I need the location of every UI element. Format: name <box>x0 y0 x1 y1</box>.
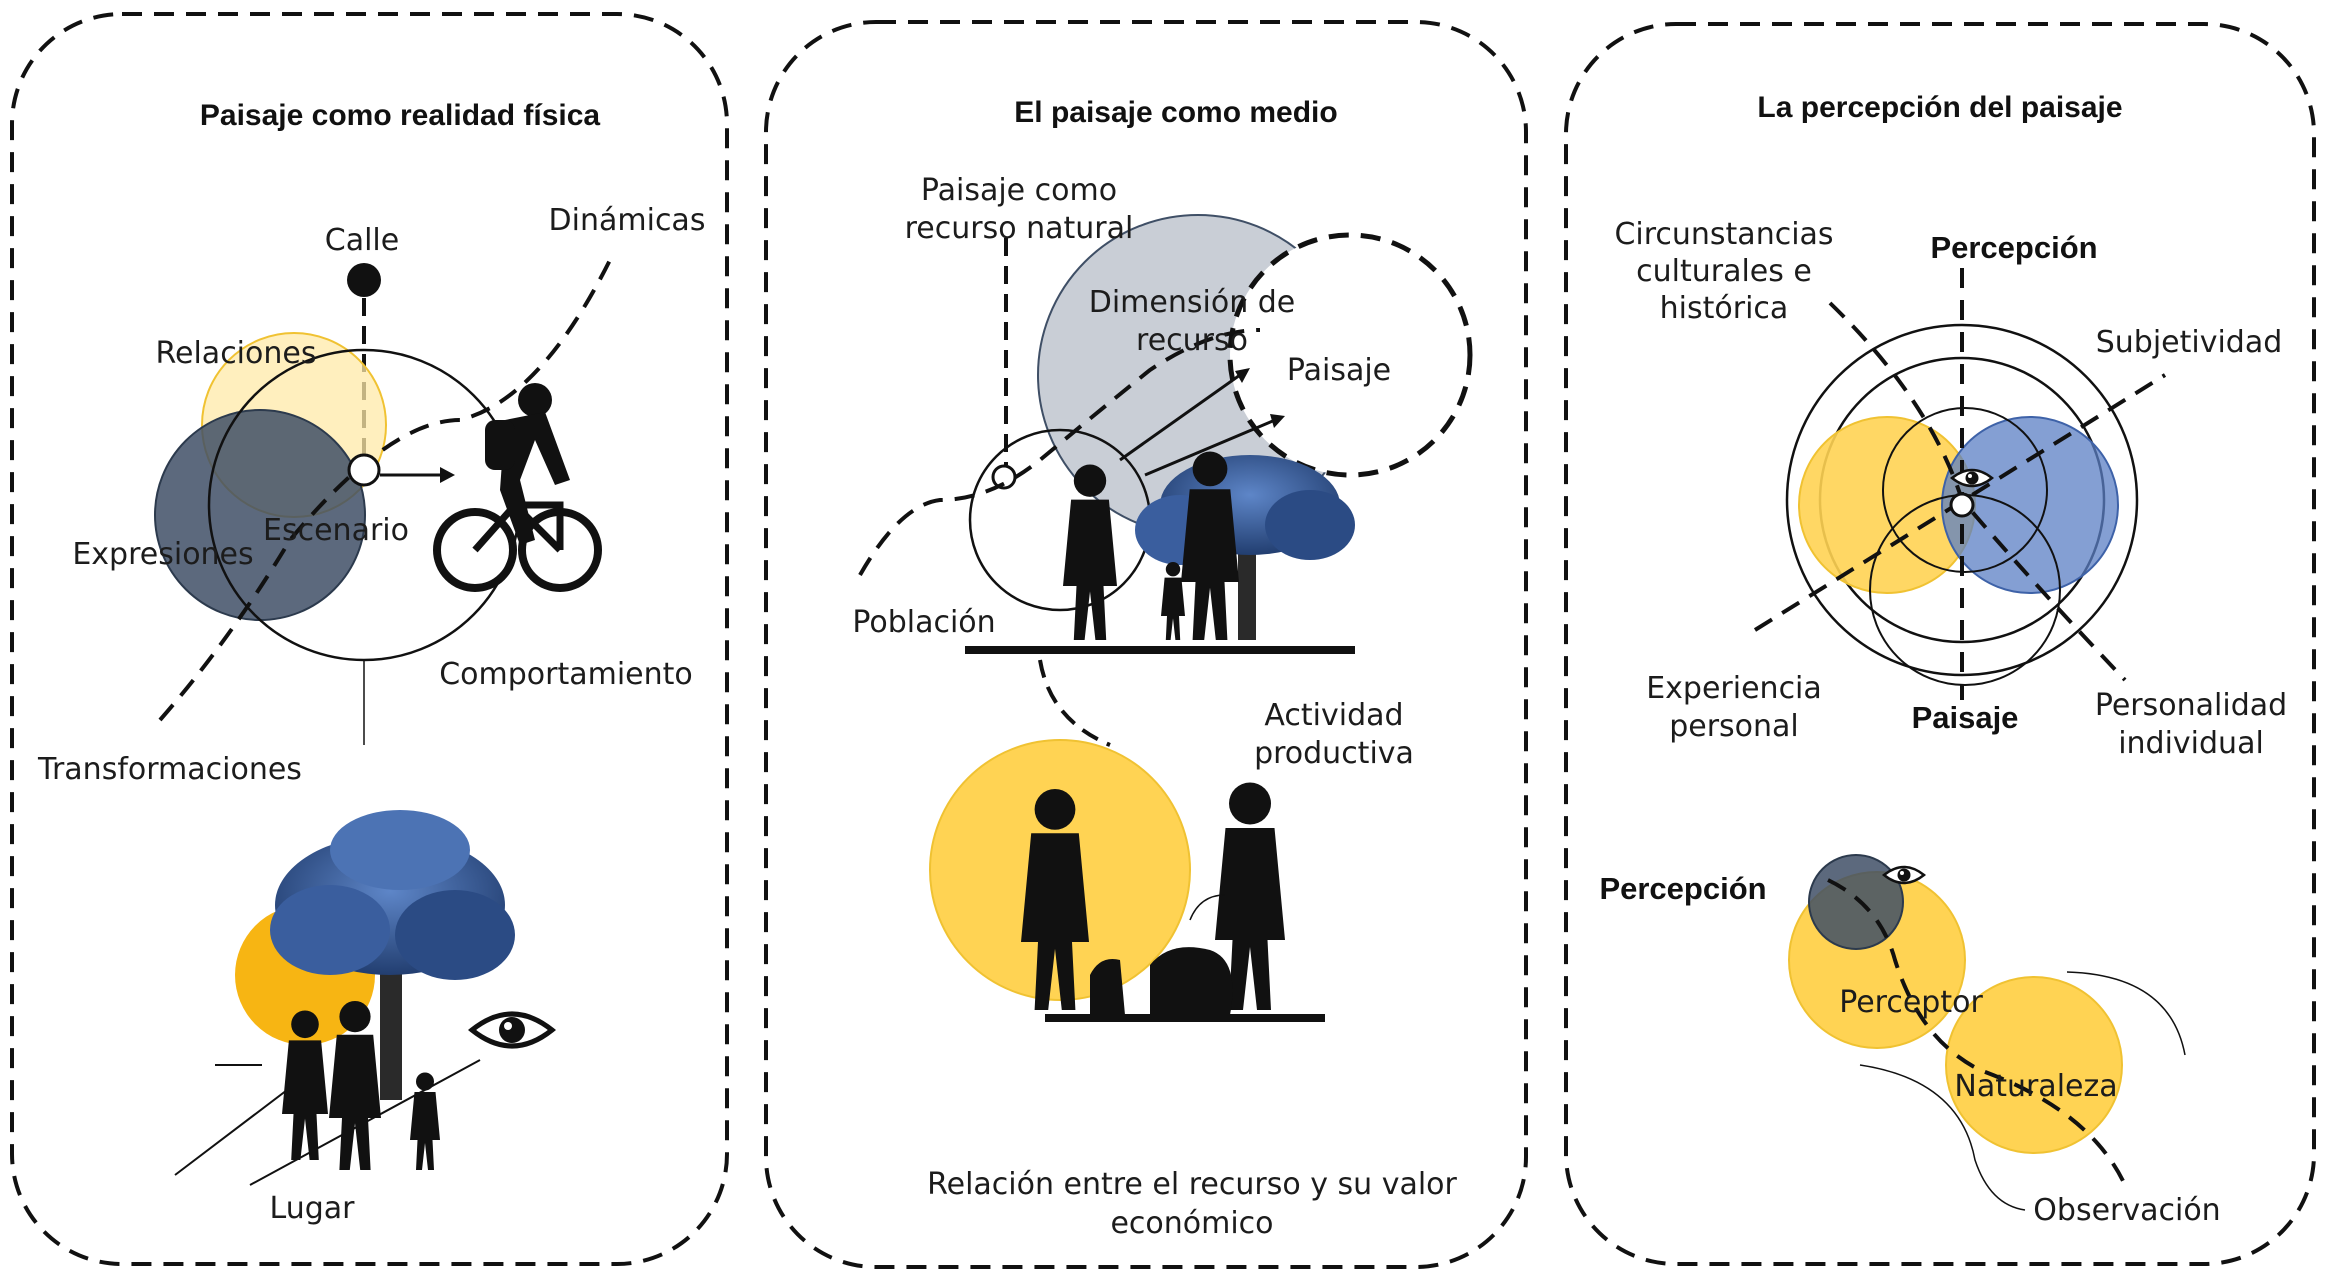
label-lugar: Lugar <box>270 1191 356 1226</box>
blue-circle <box>1941 416 2119 594</box>
panel-perception: La percepción del paisaje Circunstancias… <box>1564 22 2316 1266</box>
leash-curve <box>1189 894 1226 921</box>
inner-ring-top <box>1882 407 2048 573</box>
label-actividad-2: productiva <box>1254 736 1414 771</box>
calle-dot <box>347 263 381 297</box>
label-perceptor: Perceptor <box>1839 985 1983 1020</box>
panel-medium: El paisaje como medio <box>764 20 1528 1269</box>
panel-3-title: La percepción del paisaje <box>1757 91 2122 124</box>
label-relaciones: Relaciones <box>156 336 317 371</box>
label-percepcion-top: Percepción <box>1930 230 2097 265</box>
label-experiencia-2: personal <box>1669 709 1799 744</box>
label-observacion: Observación <box>2033 1193 2220 1228</box>
label-dinamicas: Dinámicas <box>549 203 706 238</box>
label-expresiones: Expresiones <box>72 537 253 572</box>
cyclist-silhouette <box>433 383 602 592</box>
label-personalidad-1: Personalidad <box>2095 688 2287 723</box>
eye-icon <box>472 1014 552 1046</box>
label-transformaciones: Transformaciones <box>37 752 302 787</box>
label-circ-3: histórica <box>1660 291 1789 326</box>
label-calle: Calle <box>325 223 399 258</box>
label-actividad-1: Actividad <box>1264 698 1403 733</box>
label-dimension-1: Dimensión de <box>1089 285 1296 320</box>
paisaje-circle <box>1227 232 1473 478</box>
label-poblacion: Población <box>852 605 995 640</box>
label-naturaleza: Naturaleza <box>1954 1069 2117 1104</box>
outer-ring <box>1785 323 2139 677</box>
label-escenario: Escenario <box>263 513 409 548</box>
panel-2-border <box>764 20 1528 1269</box>
label-circ-2: culturales e <box>1636 254 1812 289</box>
label-percepcion-left: Percepción <box>1599 871 1766 906</box>
label-dimension-2: recurso <box>1136 323 1248 358</box>
lugar-scene <box>174 810 552 1186</box>
label-paisaje: Paisaje <box>1287 353 1391 388</box>
tree-illustration <box>270 810 515 1100</box>
observacion-curve <box>1827 878 2127 1186</box>
people-dogs-illustration <box>1021 782 1285 1015</box>
panel-physical-reality: Paisaje como realidad física Calle Dinám… <box>10 12 729 1266</box>
family-tree-illustration <box>1063 451 1355 640</box>
label-experiencia-1: Experiencia <box>1646 671 1822 706</box>
label-paisaje-bottom: Paisaje <box>1912 700 2019 735</box>
perception-node <box>1949 492 1975 518</box>
escenario-node <box>347 453 381 487</box>
arrow-2 <box>1144 418 1276 477</box>
label-recurso-natural-2: recurso natural <box>905 211 1134 246</box>
percepcion-small-circle <box>1808 854 1904 950</box>
naturaleza-circle <box>1945 976 2123 1154</box>
label-personalidad-2: individual <box>2118 726 2264 761</box>
panel-1-border <box>10 12 729 1266</box>
panel-2-title: El paisaje como medio <box>1014 96 1337 129</box>
label-recurso-natural-1: Paisaje como <box>921 173 1117 208</box>
label-circ-1: Circunstancias <box>1614 217 1833 252</box>
connector-curve <box>1038 659 1111 747</box>
panel-3-border <box>1564 22 2316 1266</box>
thin-curve-right <box>2066 971 2186 1056</box>
label-comportamiento: Comportamiento <box>439 657 693 692</box>
arrow-1 <box>1119 373 1241 462</box>
label-relacion-1: Relación entre el recurso y su valor <box>927 1167 1457 1202</box>
panel-1-title: Paisaje como realidad física <box>200 99 601 132</box>
thin-curve-bottom <box>1859 1064 2026 1211</box>
label-relacion-2: económico <box>1110 1206 1273 1241</box>
label-subjetividad: Subjetividad <box>2096 325 2283 360</box>
dinamicas-curve <box>158 259 612 722</box>
